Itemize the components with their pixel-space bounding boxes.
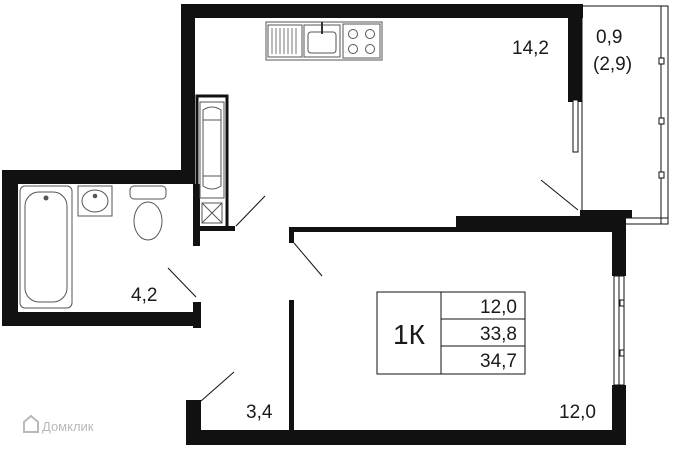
door-bedroom: [293, 242, 323, 277]
wall-top: [181, 4, 583, 18]
dish-rack-icon: [267, 24, 303, 58]
stove-icon: [342, 23, 381, 59]
windows: [572, 5, 669, 386]
door-swings: [167, 179, 579, 402]
balcony-door-leaf: [572, 99, 579, 153]
wall-bedroom-door-jamb: [289, 227, 294, 243]
total-with-balcony-value: 34,7: [480, 351, 517, 372]
wardrobe: [195, 94, 229, 230]
wall-bedroom-right-upper: [612, 216, 626, 276]
balcony-area-label: 0,9: [596, 27, 622, 48]
house-logo-icon: [23, 414, 39, 433]
toilet-tank-icon: [129, 185, 167, 200]
wall-kitchen-left: [181, 4, 195, 184]
wall-bathroom-bottom: [16, 312, 194, 326]
wall-kitchen-right-upper: [568, 18, 582, 102]
kitchen-fixtures: [265, 21, 383, 61]
bedroom-area-label: 12,0: [559, 402, 596, 423]
wall-bedroom-top-left: [290, 227, 456, 232]
bathroom-area-label: 4,2: [131, 285, 157, 306]
balcony-area-full-label: (2,9): [593, 54, 632, 75]
door-balcony: [540, 179, 579, 211]
wall-bathroom-bottom-stub: [193, 302, 201, 328]
bathroom-fixtures: [19, 185, 167, 309]
door-bathroom: [167, 267, 197, 298]
wall-bottom: [186, 430, 626, 445]
apartment-type-label: 1К: [393, 319, 426, 350]
kitchen-area-label: 14,2: [512, 38, 549, 59]
living-area-value: 12,0: [480, 297, 517, 318]
wall-partition-vertical: [289, 300, 294, 438]
watermark-text: Домклик: [42, 419, 94, 434]
summary-box: [376, 291, 526, 375]
wall-bathroom-top: [16, 170, 195, 184]
balcony-window-frame: [581, 5, 669, 225]
hallway-area-label: 3,4: [246, 402, 273, 423]
walls: [2, 4, 632, 445]
door-closet: [235, 195, 266, 227]
watermark: Домклик: [23, 414, 94, 434]
total-area-value: 33,8: [480, 324, 517, 345]
toilet-bowl-icon: [133, 201, 163, 241]
wall-bathroom-left: [2, 170, 18, 326]
door-entrance: [200, 371, 235, 402]
wall-bedroom-top-right: [456, 216, 616, 232]
wall-entrance-stub: [186, 400, 201, 432]
wall-balcony-corner: [580, 210, 632, 218]
